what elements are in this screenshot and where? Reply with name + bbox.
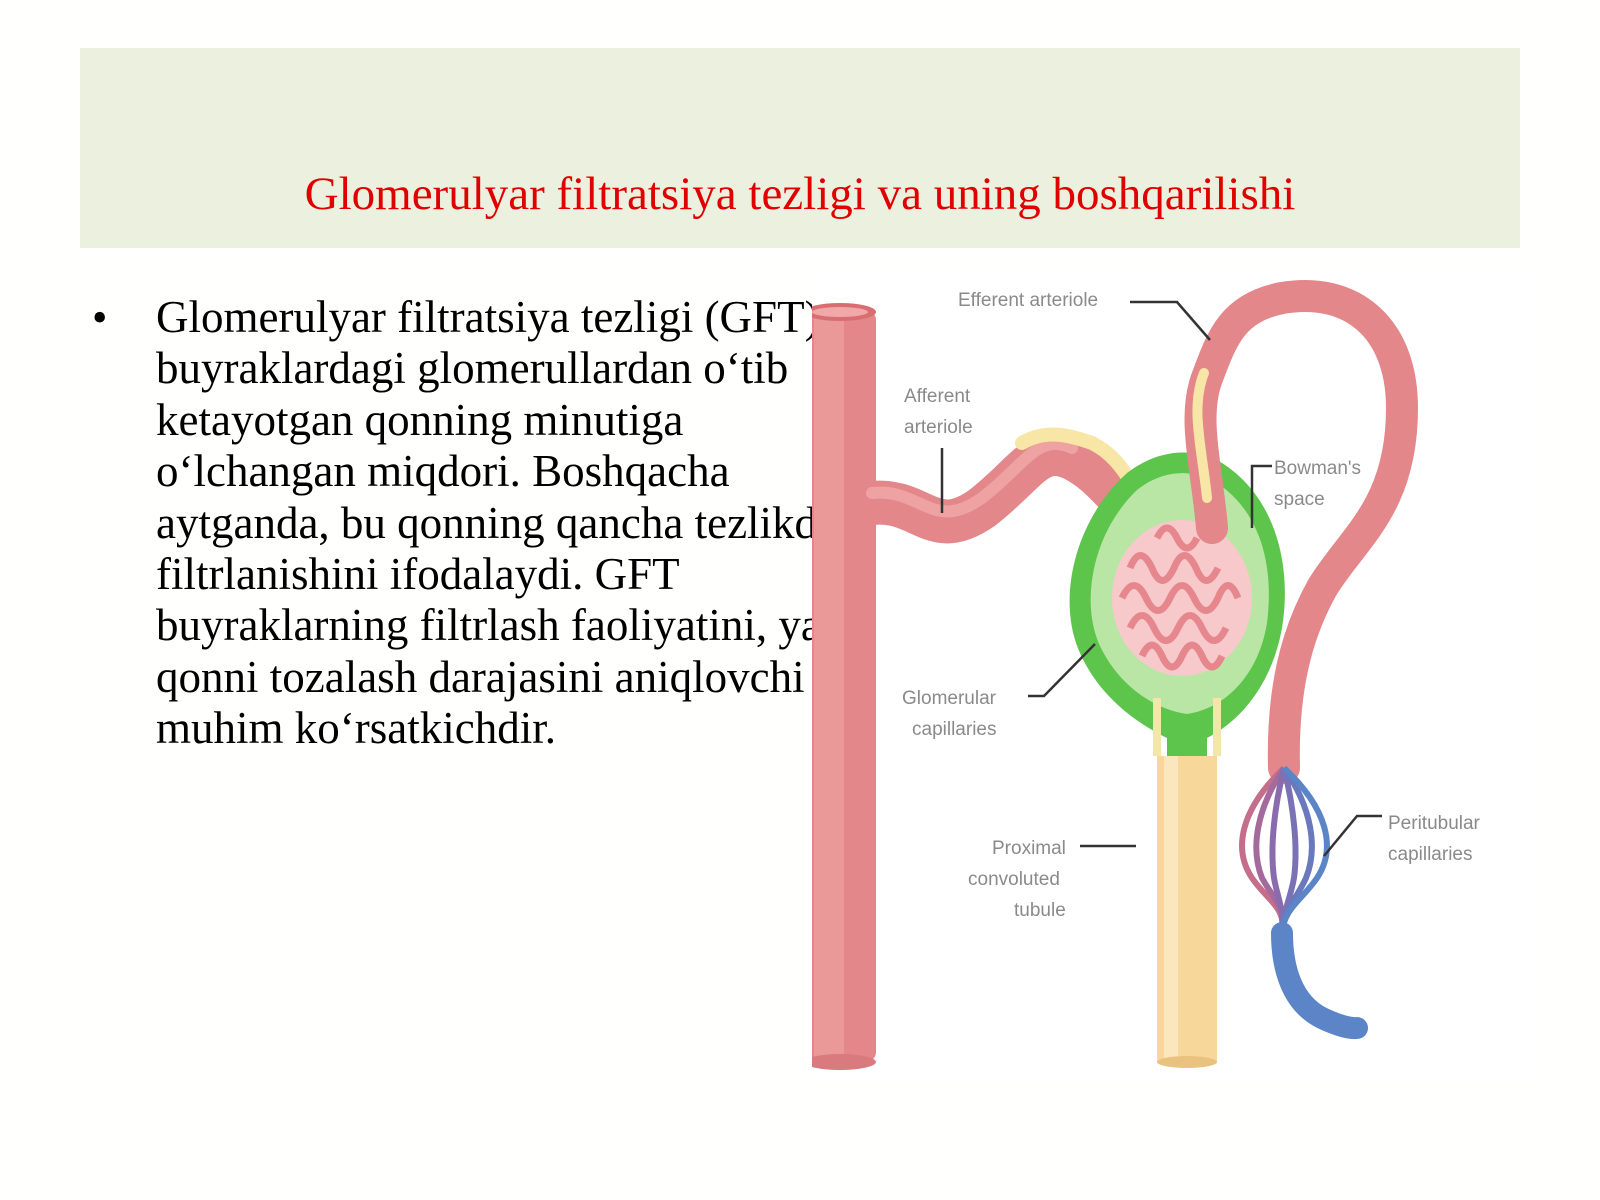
label-efferent-arteriole: Efferent arteriole <box>958 290 1098 311</box>
title-banner: Glomerulyar filtratsiya tezligi va uning… <box>80 48 1520 248</box>
label-afferent-line2: arteriole <box>904 417 973 438</box>
glomerular-tuft <box>1112 520 1252 676</box>
label-peritubular-line1: Peritubular <box>1388 813 1481 834</box>
bullet-marker: • <box>92 293 108 342</box>
label-proximal-line1: Proximal <box>992 838 1066 859</box>
proximal-tubule <box>1153 698 1221 1068</box>
label-proximal-line2: convoluted <box>968 869 1060 890</box>
renal-artery-vessel <box>812 303 876 1070</box>
label-bowman-line1: Bowman's <box>1274 458 1361 479</box>
nephron-diagram: Efferent arteriole Afferent arteriole Bo… <box>812 268 1536 1078</box>
label-proximal-line3: tubule <box>1014 900 1066 921</box>
label-glomerular-line1: Glomerular <box>902 688 997 709</box>
label-bowman-line2: space <box>1274 489 1325 510</box>
peritubular-capillary-bundle <box>1239 765 1368 1040</box>
label-peritubular-line2: capillaries <box>1388 844 1472 865</box>
afferent-arteriole-vessel <box>850 432 1154 544</box>
nephron-illustration: Efferent arteriole Afferent arteriole Bo… <box>812 280 1481 1070</box>
label-afferent-line1: Afferent <box>904 386 971 407</box>
slide-title: Glomerulyar filtratsiya tezligi va uning… <box>304 168 1296 220</box>
bullet-paragraph: Glomerulyar filtratsiya tezligi (GFT) bu… <box>156 292 876 754</box>
label-glomerular-line2: capillaries <box>912 719 996 740</box>
label-leader-lines <box>940 300 1382 857</box>
